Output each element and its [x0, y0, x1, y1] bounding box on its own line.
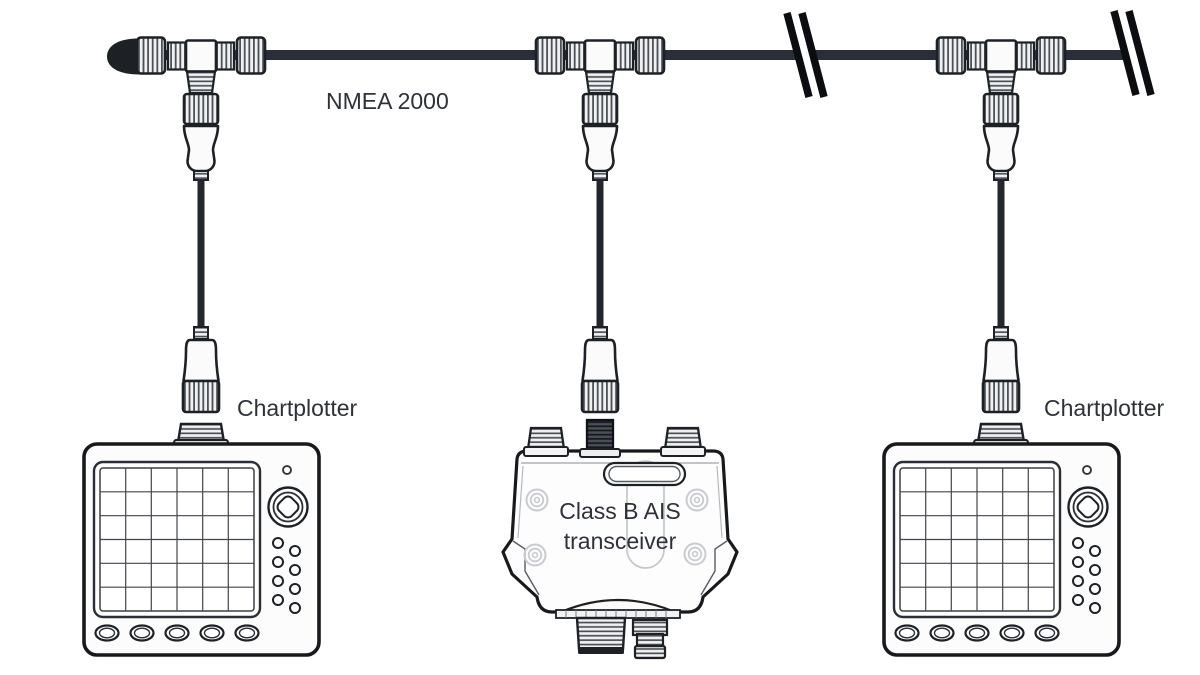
drop-connector-left — [181, 325, 221, 414]
t-connector-right — [935, 36, 1067, 182]
ais-led-window — [602, 461, 687, 487]
drop-connector-right — [981, 325, 1021, 414]
chartplotter-right-label: Chartplotter — [1044, 395, 1165, 421]
backbone-label: NMEA 2000 — [326, 88, 449, 114]
t-connector-middle — [534, 36, 666, 182]
drop-cable-middle — [596, 179, 604, 329]
drop-connector-middle — [580, 325, 620, 414]
ais-corner-screws — [523, 488, 709, 567]
chartplotter-left-device — [82, 422, 321, 657]
backbone-break-right — [1110, 10, 1155, 96]
ais-transceiver-label: Class B AIS transceiver — [559, 498, 681, 554]
drop-cable-left — [197, 179, 205, 329]
terminator-cap — [107, 38, 139, 75]
drop-cable-right — [997, 179, 1005, 329]
ais-transceiver-device — [501, 418, 739, 660]
chartplotter-right-device — [882, 422, 1121, 657]
chartplotter-left-label: Chartplotter — [237, 395, 358, 421]
t-connector-left — [135, 36, 267, 182]
ais-nmea-port — [585, 418, 615, 453]
ais-antenna-capsule-outline — [626, 460, 665, 569]
backbone-break-left — [783, 12, 828, 98]
